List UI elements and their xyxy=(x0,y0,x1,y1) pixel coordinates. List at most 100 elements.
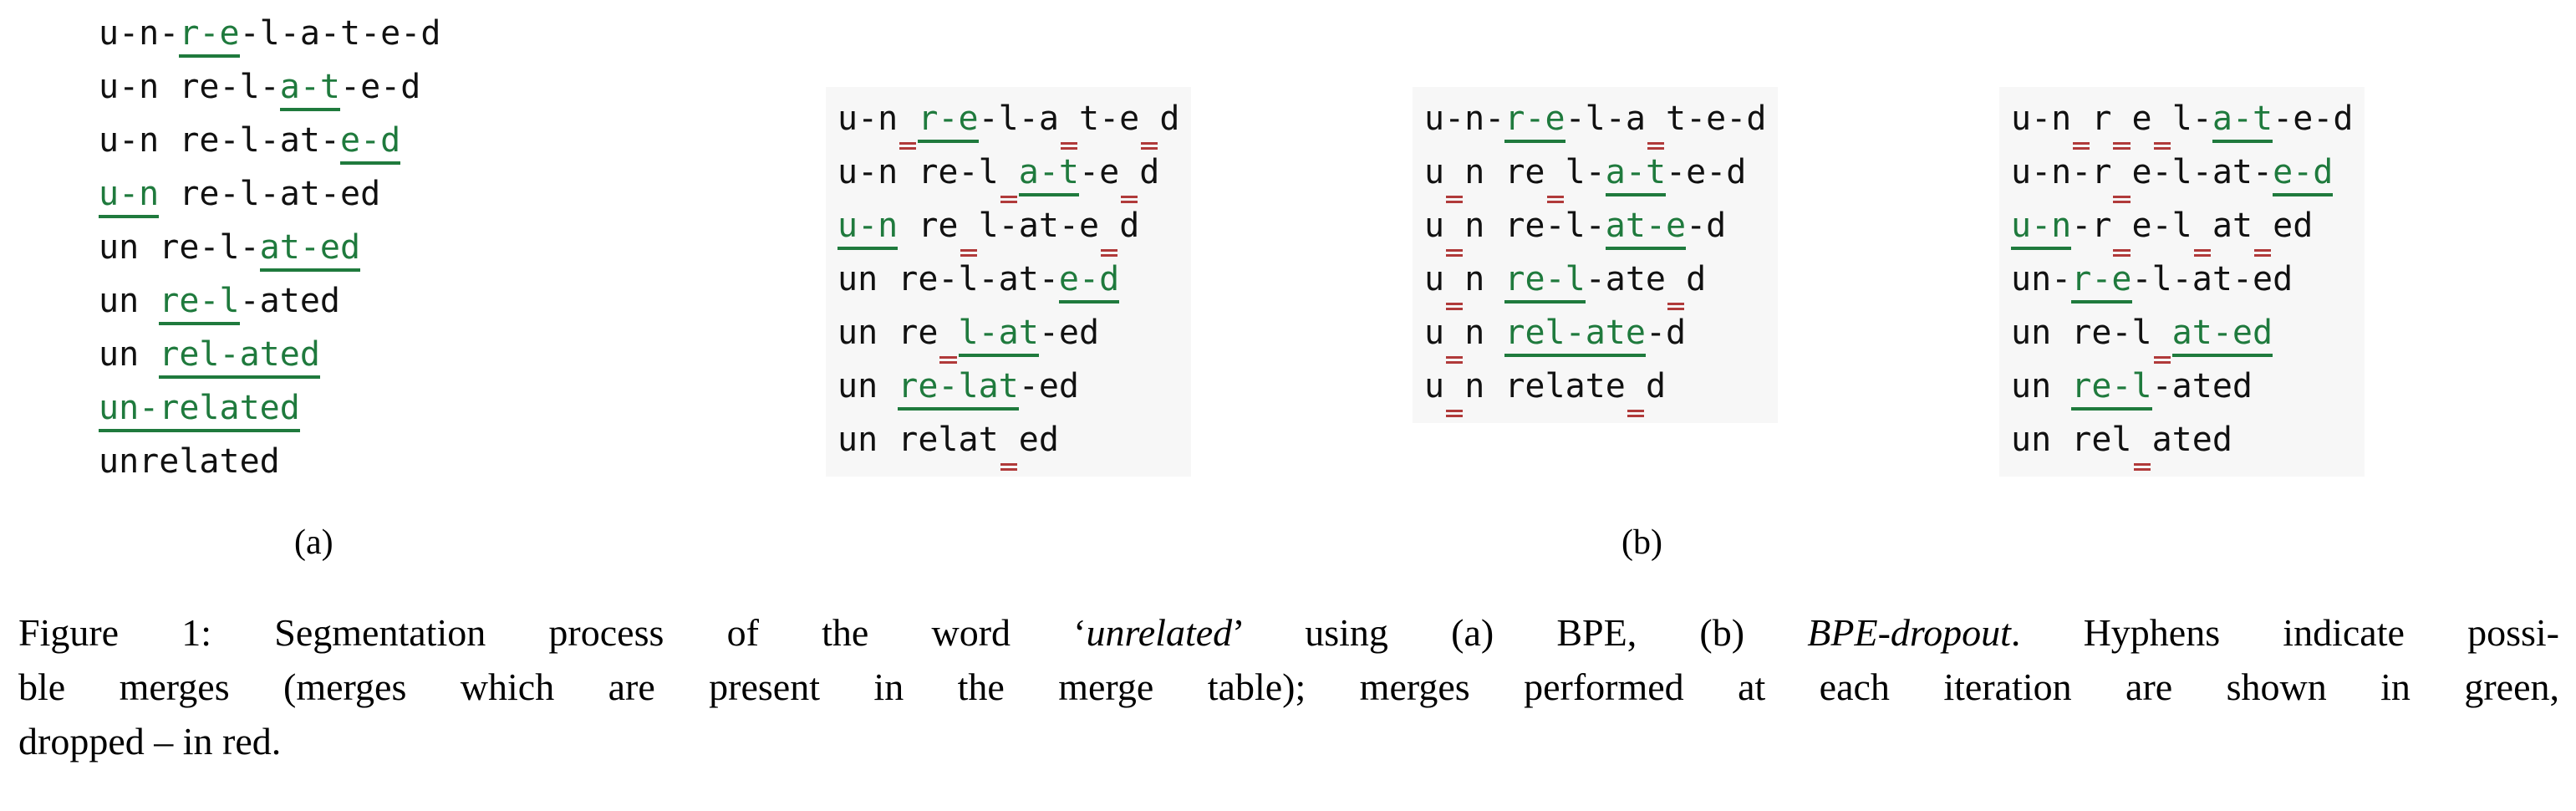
dropped-merge-marker: _ xyxy=(898,92,918,145)
merge-performed-token: rel-ated xyxy=(159,335,320,379)
segment-text: un xyxy=(837,367,899,406)
segment-text: u xyxy=(1424,260,1445,298)
dropped-merge-marker: _ xyxy=(2111,145,2131,199)
segment-text: at xyxy=(2212,207,2253,245)
segment-text: un rel xyxy=(2011,421,2132,459)
segment-text: t-e xyxy=(1079,99,1140,138)
dropped-merge-marker: _ xyxy=(1444,199,1464,252)
segment-text: un xyxy=(2011,367,2072,406)
segment-text: ed xyxy=(2273,207,2314,245)
segment-text: n re-l- xyxy=(1464,207,1606,245)
segment-text: u-n- xyxy=(1424,99,1505,138)
segmentation-row: u_n re_l-a-t-e-d xyxy=(1424,145,1766,199)
merge-performed-token: a-t xyxy=(279,68,340,111)
dropped-merge-marker: _ xyxy=(938,306,958,360)
segmentation-row: un rel_ated xyxy=(2011,413,2353,467)
segmentation-row: un re_l-at-ed xyxy=(837,306,1179,360)
segment-text: un xyxy=(99,335,160,374)
segment-text: -l-a xyxy=(1565,99,1646,138)
merge-performed-token: a-t xyxy=(1018,153,1079,196)
dropped-merge-marker: _ xyxy=(2253,199,2273,252)
segment-text: u-n-r xyxy=(2011,153,2112,191)
segment-text: d xyxy=(1686,260,1707,298)
segmentation-row: u_n re-l-ate_d xyxy=(1424,252,1766,306)
dropped-merge-marker: _ xyxy=(2152,306,2172,360)
segmentation-row: u_n re-l-at-e-d xyxy=(1424,199,1766,252)
segmentation-row: un re-l-at-ed xyxy=(99,221,440,274)
segmentation-row: un re-l_at-ed xyxy=(2011,306,2353,360)
segment-text: l- xyxy=(2171,99,2212,138)
dropped-merge-marker: _ xyxy=(1099,199,1119,252)
segmentation-row: u_n relate_d xyxy=(1424,360,1766,413)
merge-performed-token: e-d xyxy=(1058,260,1120,303)
segment-text: -e xyxy=(1079,153,1120,191)
dropped-merge-marker: _ xyxy=(959,199,979,252)
merge-performed-token: a-t xyxy=(1605,153,1667,196)
panel-bpe-dropout-sample-2: u-n-r-e-l-a_t-e-du_n re_l-a-t-e-du_n re-… xyxy=(1413,87,1779,423)
segment-text: ated xyxy=(2151,421,2232,459)
dropped-merge-marker: _ xyxy=(1059,92,1079,145)
segment-text: e xyxy=(2131,99,2152,138)
segment-text: u-n xyxy=(837,99,899,138)
merge-performed-token: u-n xyxy=(837,207,899,250)
segmentation-row: un re-l-at-e-d xyxy=(837,252,1179,306)
caption-line-2: ble merges (merges which are present in … xyxy=(18,666,2559,708)
segmentation-row: un re-l-ated xyxy=(2011,360,2353,413)
segmentation-row: u-n re_l-at-e_d xyxy=(837,199,1179,252)
segmentation-row: un rel-ated xyxy=(99,328,440,381)
merge-performed-token: rel-ate xyxy=(1504,314,1646,357)
segment-text: n xyxy=(1464,314,1505,352)
segment-text: -d xyxy=(1645,314,1687,352)
segment-text: e-l xyxy=(2131,207,2192,245)
segment-text: un re-l xyxy=(2011,314,2152,352)
segment-text: -ated xyxy=(239,282,340,320)
segment-text: -e-d xyxy=(1666,153,1747,191)
dropped-merge-marker: _ xyxy=(1626,360,1646,413)
segment-text: -ate xyxy=(1585,260,1667,298)
segmentation-row: un relat_ed xyxy=(837,413,1179,467)
merge-performed-token: re-l xyxy=(159,282,240,325)
caption-line-3: dropped – in red. xyxy=(18,720,282,763)
panel-bpe-dropout-sample-1: u-n_r-e-l-a_t-e_du-n re-l_a-t-e_du-n re_… xyxy=(826,87,1192,477)
merge-performed-token: r-e xyxy=(918,99,979,143)
segment-text: u-n re-l-at- xyxy=(99,121,340,160)
dropped-merge-marker: _ xyxy=(1646,92,1666,145)
segment-text: l-at-e xyxy=(978,207,1100,245)
dropped-merge-marker: _ xyxy=(1444,252,1464,306)
segmentation-row: u-n-r_e-l_at_ed xyxy=(2011,199,2353,252)
segment-text: un re-l-at- xyxy=(837,260,1059,298)
segmentation-row: u-n-r-e-l-a_t-e-d xyxy=(1424,92,1766,145)
merge-performed-token: re-l xyxy=(1504,260,1586,303)
sublabel-a: (a) xyxy=(294,523,333,562)
dropped-merge-marker: _ xyxy=(1444,145,1464,199)
dropped-merge-marker: _ xyxy=(2132,413,2152,467)
dropped-merge-marker: _ xyxy=(2071,92,2091,145)
segment-text: -ated xyxy=(2151,367,2253,406)
segment-text: -ed xyxy=(1018,367,1079,406)
segment-text: un- xyxy=(2011,260,2072,298)
segmentation-row: u-n re-l-a-t-e-d xyxy=(99,60,440,114)
segment-text: -d xyxy=(1686,207,1727,245)
segmentation-row: u-n re-l_a-t-e_d xyxy=(837,145,1179,199)
merge-performed-token: at-ed xyxy=(259,228,361,272)
segment-text: u-n re-l xyxy=(837,153,999,191)
merge-performed-token: l-at xyxy=(958,314,1039,357)
segment-text: d xyxy=(1139,153,1160,191)
dropped-merge-marker: _ xyxy=(2192,199,2212,252)
segment-text: t-e-d xyxy=(1666,99,1767,138)
merge-performed-token: r-e xyxy=(179,14,240,58)
segment-text: d xyxy=(1119,207,1140,245)
dropped-merge-marker: _ xyxy=(1444,306,1464,360)
merge-performed-token: re-l xyxy=(2071,367,2152,411)
segment-text: d xyxy=(1645,367,1667,406)
segmentation-row: u-n-r-e-l-a-t-e-d xyxy=(99,7,440,60)
merge-performed-token: at-e xyxy=(1605,207,1687,250)
figure-caption: Figure 1: Segmentation process of the wo… xyxy=(18,605,2559,768)
segmentation-row: u-n_r_e_l-a-t-e-d xyxy=(2011,92,2353,145)
segmentation-row: u-n re-l-at-e-d xyxy=(99,114,440,167)
segmentation-row: un-r-e-l-at-ed xyxy=(2011,252,2353,306)
panel-bpe-dropout-sample-3: u-n_r_e_l-a-t-e-du-n-r_e-l-at-e-du-n-r_e… xyxy=(1999,87,2365,477)
segmentation-row: u-n_r-e-l-a_t-e_d xyxy=(837,92,1179,145)
segmentation-row: un-related xyxy=(99,381,440,435)
